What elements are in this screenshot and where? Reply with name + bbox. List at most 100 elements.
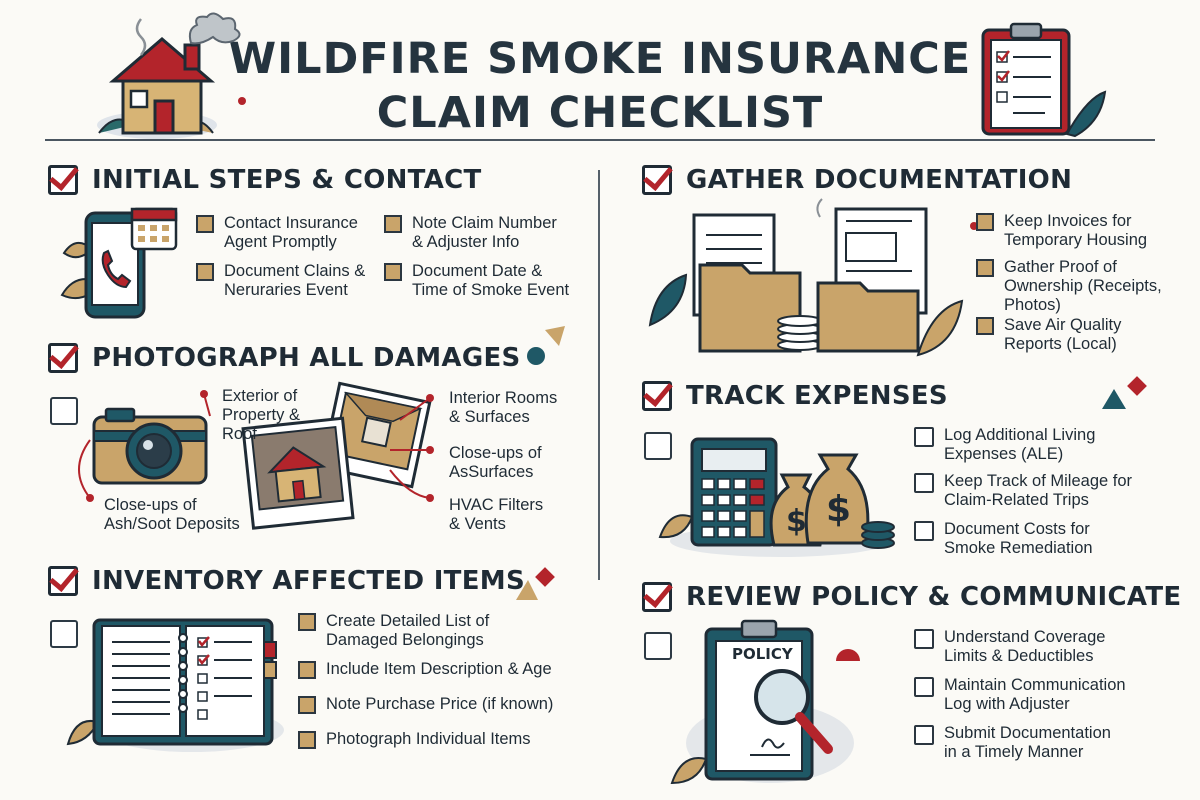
item-checkbox[interactable] <box>976 213 994 231</box>
section-checkbox-inventory[interactable] <box>48 566 78 596</box>
item-checkbox[interactable] <box>976 259 994 277</box>
item-checkbox[interactable] <box>298 696 316 714</box>
decor-dot <box>527 347 545 365</box>
item-checkbox[interactable] <box>914 521 934 541</box>
list-item[interactable]: Document Clains & Neruraries Event <box>196 262 365 300</box>
item-checkbox[interactable] <box>196 215 214 233</box>
section-checkbox-initial[interactable] <box>48 165 78 195</box>
list-item[interactable]: Log Additional Living Expenses (ALE) <box>914 426 1095 464</box>
decor-triangle <box>545 326 565 346</box>
calculator-moneybags-icon: $ $ <box>658 437 895 557</box>
list-item[interactable]: Maintain Communication Log with Adjuster <box>914 676 1126 714</box>
item-label: Understand Coverage Limits & Deductibles <box>944 628 1106 665</box>
column-divider <box>598 170 600 580</box>
item-label: Contact Insurance Agent Promptly <box>224 214 358 251</box>
section-checkbox-documentation[interactable] <box>642 165 672 195</box>
heading-expenses-text: TRACK EXPENSES <box>686 381 948 411</box>
photo-prints-icon <box>241 381 432 530</box>
page-title-text: WILDFIRE SMOKE INSURANCE CLAIM CHECKLIST <box>228 34 972 138</box>
dollar-sign-icon: $ <box>786 504 807 539</box>
page-title: WILDFIRE SMOKE INSURANCE CLAIM CHECKLIST <box>220 32 980 140</box>
item-checkbox[interactable] <box>298 731 316 749</box>
list-item[interactable]: Create Detailed List of Damaged Belongin… <box>298 612 489 650</box>
heading-photograph-text: PHOTOGRAPH ALL DAMAGES <box>92 343 521 373</box>
item-label: Maintain Communication Log with Adjuster <box>944 676 1126 713</box>
item-label: Include Item Description & Age <box>326 660 552 678</box>
list-item[interactable]: Contact Insurance Agent Promptly <box>196 214 358 252</box>
heading-expenses: TRACK EXPENSES <box>642 381 948 411</box>
list-item[interactable]: Gather Proof of Ownership (Receipts, Pho… <box>976 258 1162 315</box>
decor-shapes <box>1102 376 1147 409</box>
section-checkbox-photograph[interactable] <box>48 343 78 373</box>
item-checkbox[interactable] <box>914 677 934 697</box>
list-item[interactable]: Keep Invoices for Temporary Housing <box>976 212 1147 250</box>
item-checkbox[interactable] <box>976 317 994 335</box>
heading-policy-text: REVIEW POLICY & COMMUNICATE <box>686 582 1182 612</box>
decor-dot <box>238 97 246 105</box>
heading-inventory: INVENTORY AFFECTED ITEMS <box>48 566 525 596</box>
policy-magnifier-icon <box>670 619 860 785</box>
item-label: Create Detailed List of Damaged Belongin… <box>326 612 490 649</box>
list-item[interactable]: Note Claim Number & Adjuster Info <box>384 214 557 252</box>
section-checkbox-photograph-extra[interactable] <box>50 397 78 425</box>
item-label: Keep Invoices for Temporary Housing <box>1004 212 1148 249</box>
item-checkbox[interactable] <box>196 263 214 281</box>
list-item[interactable]: Submit Documentation in a Timely Manner <box>914 724 1111 762</box>
item-label: Log Additional Living Expenses (ALE) <box>944 426 1096 463</box>
item-label: Note Claim Number & Adjuster Info <box>412 214 557 251</box>
heading-photograph: PHOTOGRAPH ALL DAMAGES <box>48 343 521 373</box>
house-smoke-icon <box>97 12 241 139</box>
item-label: Save Air Quality Reports (Local) <box>1004 316 1122 353</box>
list-item[interactable]: Note Purchase Price (if known) <box>298 695 553 714</box>
heading-documentation-text: GATHER DOCUMENTATION <box>686 165 1073 195</box>
item-checkbox[interactable] <box>914 473 934 493</box>
item-label: Gather Proof of Ownership (Receipts, Pho… <box>1004 258 1162 314</box>
callout-lines <box>78 390 434 502</box>
item-label: Document Date & Time of Smoke Event <box>412 262 570 299</box>
list-item[interactable]: Understand Coverage Limits & Deductibles <box>914 628 1105 666</box>
heading-policy: REVIEW POLICY & COMMUNICATE <box>642 582 1181 612</box>
list-item[interactable]: Document Costs for Smoke Remediation <box>914 520 1093 558</box>
list-item[interactable]: Photograph Individual Items <box>298 730 531 749</box>
section-checkbox-policy-extra[interactable] <box>644 632 672 660</box>
list-item[interactable]: Document Date & Time of Smoke Event <box>384 262 569 300</box>
dollar-sign-icon: $ <box>826 489 851 530</box>
item-checkbox[interactable] <box>914 725 934 745</box>
item-label: Keep Track of Mileage for Claim-Related … <box>944 472 1133 509</box>
list-item[interactable]: Keep Track of Mileage for Claim-Related … <box>914 472 1132 510</box>
section-checkbox-policy[interactable] <box>642 582 672 612</box>
list-item[interactable]: Include Item Description & Age <box>298 660 552 679</box>
item-label: Submit Documentation in a Timely Manner <box>944 724 1111 761</box>
item-checkbox[interactable] <box>384 215 402 233</box>
item-checkbox[interactable] <box>298 661 316 679</box>
label-interior: Interior Rooms & Surfaces <box>449 389 558 426</box>
label-hvac: HVAC Filters & Vents <box>449 496 544 533</box>
list-item[interactable]: Save Air Quality Reports (Local) <box>976 316 1121 354</box>
camera-icon <box>92 407 208 485</box>
label-exterior: Exterior of Property & Roof <box>222 387 300 443</box>
heading-inventory-text: INVENTORY AFFECTED ITEMS <box>92 566 525 596</box>
item-label: Document Costs for Smoke Remediation <box>944 520 1093 557</box>
label-closeups-ash: Close-ups of Ash/Soot Deposits <box>104 496 240 533</box>
item-checkbox[interactable] <box>914 629 934 649</box>
item-checkbox[interactable] <box>298 613 316 631</box>
heading-documentation: GATHER DOCUMENTATION <box>642 165 1072 195</box>
decor-dot <box>970 222 978 230</box>
heading-initial-text: INITIAL STEPS & CONTACT <box>92 165 482 195</box>
label-closeups-surfaces: Close-ups of AsSurfaces <box>449 444 542 481</box>
section-checkbox-expenses[interactable] <box>642 381 672 411</box>
section-checkbox-inventory-extra[interactable] <box>50 620 78 648</box>
policy-label: POLICY <box>732 645 793 663</box>
notebook-checklist-icon <box>66 618 284 752</box>
clipboard-checklist-icon <box>981 22 1107 138</box>
phone-calendar-icon <box>60 207 178 319</box>
decor-shapes <box>516 567 555 600</box>
item-label: Document Clains & Neruraries Event <box>224 262 366 299</box>
folders-documents-icon <box>648 198 964 357</box>
item-label: Photograph Individual Items <box>326 730 531 748</box>
section-checkbox-expenses-extra[interactable] <box>644 432 672 460</box>
item-checkbox[interactable] <box>384 263 402 281</box>
title-divider <box>45 139 1155 141</box>
item-checkbox[interactable] <box>914 427 934 447</box>
heading-initial-steps: INITIAL STEPS & CONTACT <box>48 165 482 195</box>
